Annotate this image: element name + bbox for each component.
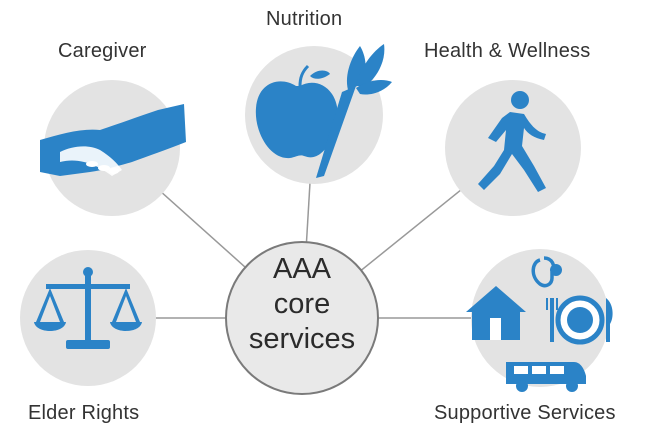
- handshake-icon: [40, 104, 186, 176]
- supportive-circle: [471, 249, 609, 387]
- center-label: AAA core services: [222, 252, 382, 357]
- house-stethoscope-plate-van-icon: [466, 256, 613, 392]
- health-wellness-label: Health & Wellness: [424, 40, 591, 62]
- walking-person-icon: [478, 91, 546, 192]
- supportive-services-label: Supportive Services: [434, 402, 616, 424]
- center-line-1: AAA: [272, 253, 332, 285]
- apple-carrot-icon: [255, 44, 392, 178]
- elder-rights-label: Elder Rights: [28, 402, 140, 424]
- center-line-2: core: [273, 288, 331, 320]
- center-circle: [225, 241, 379, 395]
- center-line-3: services: [248, 323, 356, 355]
- scales-of-justice-icon: [34, 267, 142, 349]
- caregiver-label: Caregiver: [58, 40, 147, 62]
- nutrition-label: Nutrition: [266, 8, 343, 30]
